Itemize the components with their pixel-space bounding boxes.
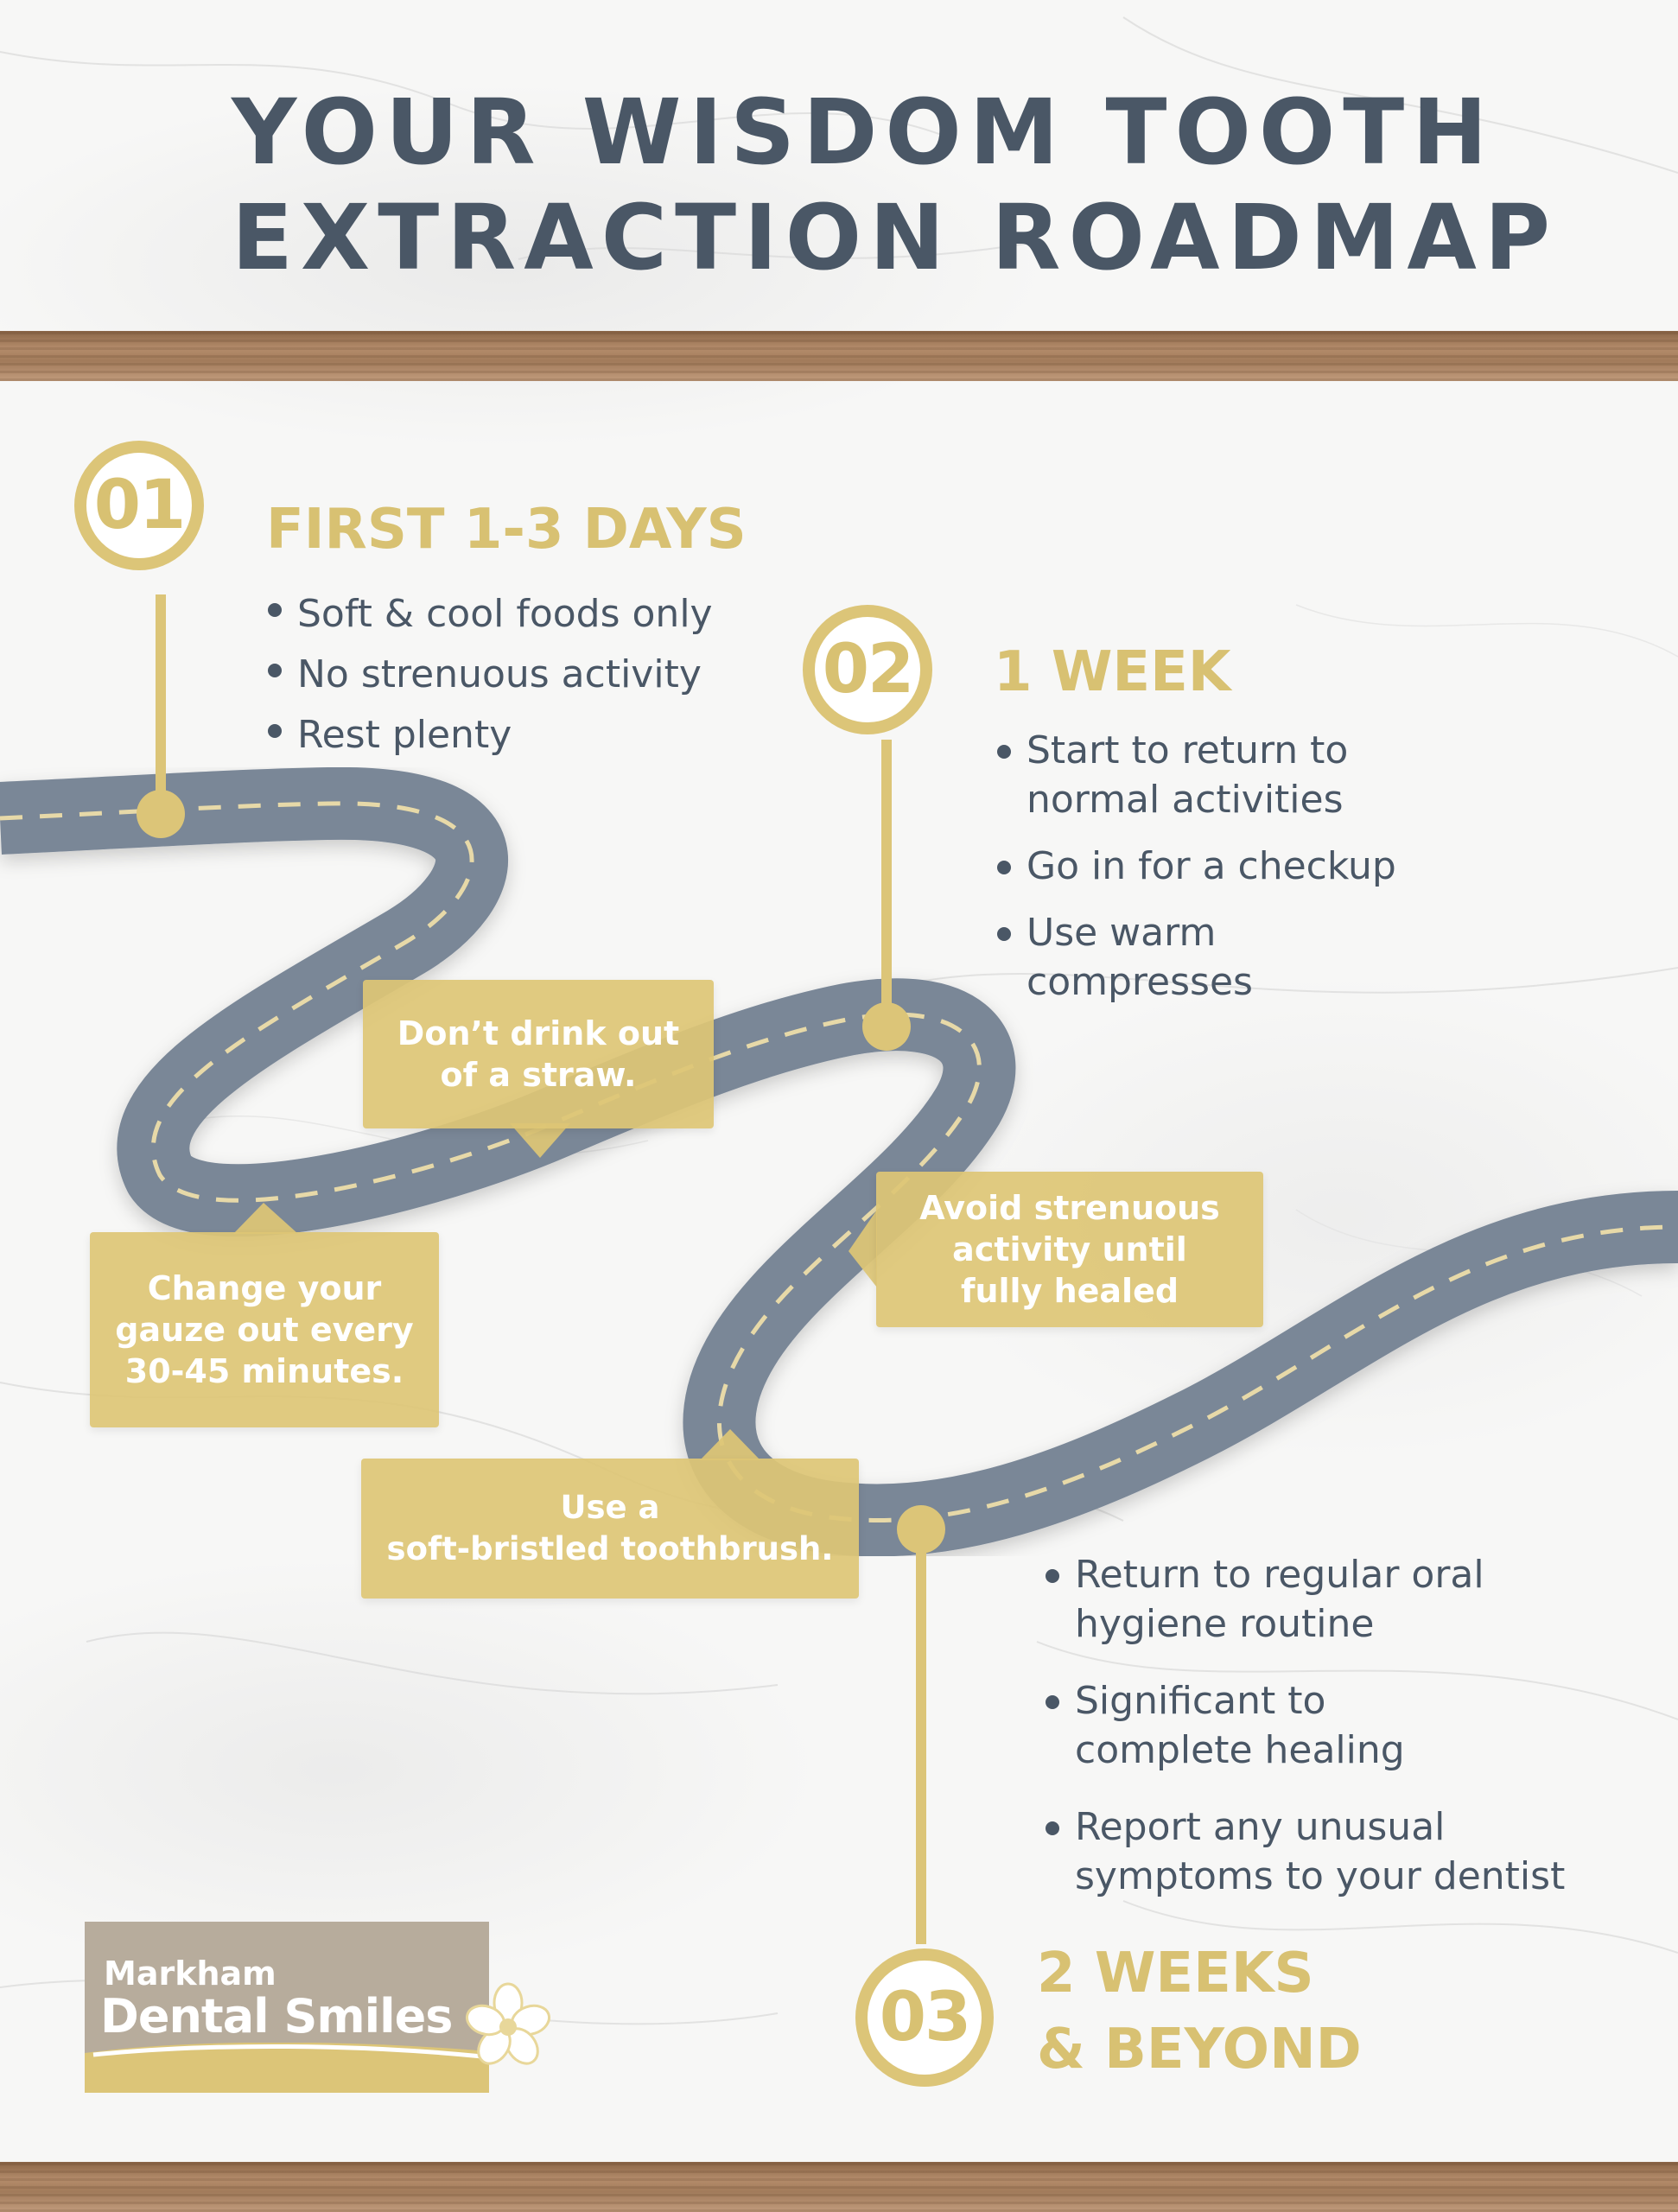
stage-02-bullet: Use warm compresses (995, 908, 1479, 1007)
stage-02-bullet: Start to return to normal activities (995, 726, 1479, 824)
stage-02-title: 1 WEEK (994, 640, 1231, 704)
stage-01-road-marker (137, 790, 185, 838)
stage-01-bullet-list: Soft & cool foods only No strenuous acti… (266, 584, 785, 766)
header-band: YOUR WISDOM TOOTH EXTRACTION ROADMAP (0, 0, 1678, 331)
tip-text: Don’t drink out of a straw. (397, 1014, 680, 1094)
stage-03-bullet-list: Return to regular oral hygiene routine S… (1044, 1550, 1649, 1901)
stage-02-number: 02 (803, 605, 932, 734)
tip-pointer-toothbrush (700, 1429, 760, 1460)
tip-avoid-strenuous: Avoid strenuous activity until fully hea… (876, 1172, 1263, 1327)
stage-01-bullet: Soft & cool foods only (266, 584, 785, 645)
stage-02-bullet-list: Start to return to normal activities Go … (995, 726, 1479, 1007)
stage-03-bullet: Significant to complete healing (1044, 1676, 1649, 1775)
flower-icon (466, 1982, 550, 2065)
stage-01-number: 01 (74, 441, 204, 570)
road-center-dashes (0, 801, 1678, 1522)
tip-change-gauze: Change your gauze out every 30-45 minute… (90, 1232, 439, 1427)
tip-no-straw: Don’t drink out of a straw. (363, 980, 714, 1128)
wood-divider-top (0, 331, 1678, 381)
wood-divider-bottom (0, 2162, 1678, 2212)
stage-01-bullet: No strenuous activity (266, 645, 785, 705)
stage-01-title: FIRST 1-3 DAYS (266, 498, 747, 562)
stage-02-bullet: Go in for a checkup (995, 842, 1479, 891)
stage-03-number: 03 (855, 1948, 994, 2087)
tip-text: Avoid strenuous activity until fully hea… (919, 1189, 1220, 1310)
tip-pointer-gauze (233, 1203, 298, 1234)
markham-dental-smiles-logo: Markham Dental Smiles (85, 1922, 550, 2093)
stage-03-bullet: Return to regular oral hygiene routine (1044, 1550, 1649, 1649)
stage-02-road-marker (862, 1002, 911, 1051)
stage-03-bullet: Report any unusual symptoms to your dent… (1044, 1802, 1649, 1901)
logo-swoosh (85, 2043, 489, 2093)
page-title: YOUR WISDOM TOOTH EXTRACTION ROADMAP (232, 79, 1559, 290)
tip-pointer-strenuous (849, 1210, 877, 1287)
tip-soft-toothbrush: Use a soft-bristled toothbrush. (361, 1459, 859, 1599)
stage-01-bullet: Rest plenty (266, 705, 785, 766)
tip-text: Change your gauze out every 30-45 minute… (115, 1269, 414, 1390)
tip-text: Use a soft-bristled toothbrush. (386, 1489, 834, 1567)
stage-03-road-marker (897, 1505, 945, 1554)
stage-03-title: 2 WEEKS & BEYOND (1037, 1942, 1362, 2082)
logo-text-markham: Markham (104, 1955, 276, 1993)
logo-text-dental-smiles: Dental Smiles (100, 1989, 453, 2044)
tip-pointer-straw (510, 1123, 570, 1158)
